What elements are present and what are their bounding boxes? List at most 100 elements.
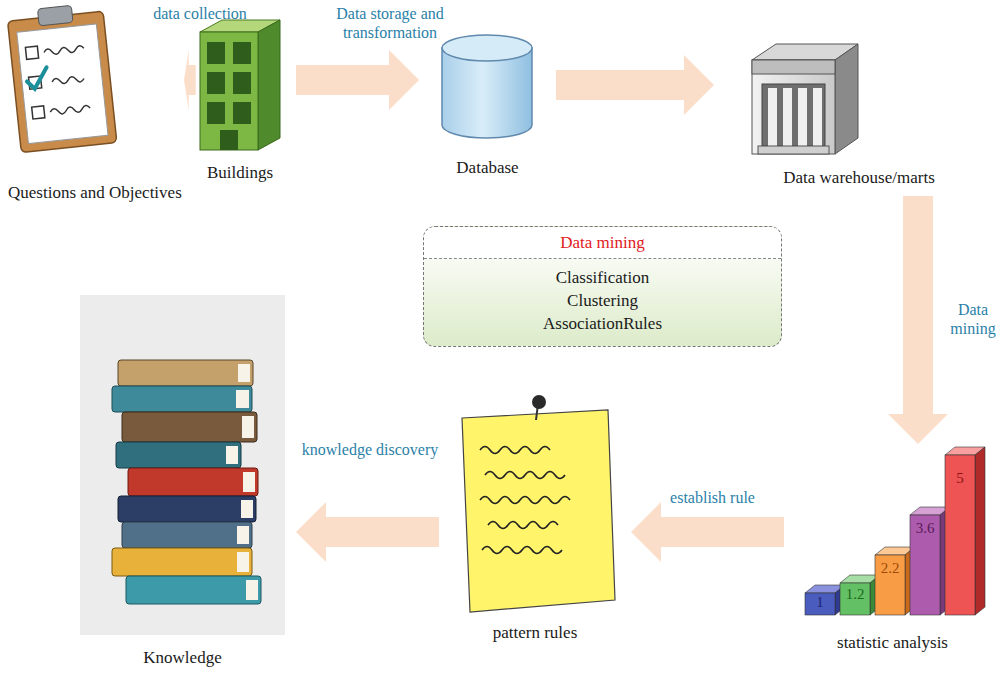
edge-label: knowledge discovery [300,440,440,459]
warehouse-icon-part [762,84,825,146]
pinned-note-part-part [480,497,570,504]
books-illustration-part [116,442,241,468]
building-icon-part [233,102,251,124]
warehouse-icon [752,44,858,154]
books-illustration [80,295,285,635]
node-caption: Database [456,158,518,180]
node-caption: statistic analysis [837,633,948,655]
panel-heading: Data mining [424,227,781,259]
building-icon-part [207,102,225,124]
edge-label: Data storage and transformation [305,4,475,42]
books-illustration-part [118,360,253,386]
clipboard-icon-part [52,76,84,85]
method-item: Classification [432,267,773,290]
clipboard-icon-part [25,46,38,59]
warehouse-icon-part [813,88,822,146]
books-illustration-part-part [238,364,250,382]
bar-chart-part [975,447,985,615]
bar-chart-part [840,583,870,615]
clipboard-node: Questions and Objectives [0,0,190,205]
panel-body: ClassificationClusteringAssociationRules [424,259,781,346]
pinned-note-part [462,410,615,612]
note-node: pattern rules [445,395,625,645]
flow-arrow [631,502,784,562]
building-icon-part [200,32,258,150]
books-illustration-part [118,496,256,522]
books-illustration-part [122,412,257,442]
flow-arrow [888,196,948,444]
flow-arrow [296,502,439,562]
building-icon-part [233,42,251,64]
books-illustration-part [112,386,252,412]
edge-label: data collection [150,4,250,23]
clipboard-icon [7,2,117,152]
flow-arrow [296,50,419,110]
warehouse-icon-part [835,44,858,154]
building-icon-part [258,20,280,150]
books-illustration-part [226,364,258,600]
pinned-note-part-part [482,547,562,554]
method-item: Clustering [432,290,773,313]
building-icon [200,20,280,150]
node-caption: Data warehouse/marts [783,168,935,190]
flow-arrow [184,50,196,110]
flow-arrow [556,55,714,115]
books-illustration-part [80,295,285,635]
books-illustration-part [112,548,252,576]
bar-chart-part [945,455,975,615]
clipboard-icon-part [8,11,117,152]
bar-chart-part [875,555,905,615]
warehouse-icon-part [768,88,777,146]
chart-node: statistic analysis [790,450,995,655]
books-illustration-part-part [236,390,249,408]
pinned-note-part-part [488,522,558,529]
clipboard-icon-part [32,106,45,119]
edge-label: establish rule [640,488,785,507]
bar-value: 1 [805,594,835,611]
books-illustration-part-part [242,416,254,438]
books-illustration-part-part [226,446,238,464]
node-caption: Questions and Objectives [8,183,182,205]
method-panel: Data miningClassificationClusteringAssoc… [423,226,782,347]
bar-value: 1.2 [840,586,870,603]
pinned-note-part-part [485,472,565,479]
warehouse-icon-part [798,88,807,146]
books-illustration-part-part [246,580,258,600]
building-icon-part [207,42,225,64]
pinned-note-part [480,447,570,554]
building-icon-part [207,72,225,94]
warehouse-icon-part [752,60,835,74]
database-icon-part [442,35,532,61]
pinned-note [462,395,615,612]
warehouse-icon-part [783,88,792,146]
warehouse-icon-part [758,146,829,154]
pinned-note-part [532,395,546,409]
node-caption: Knowledge [143,648,221,670]
books-illustration-part-part [237,526,249,544]
books-illustration-part-part [241,500,253,518]
database-node: Database [425,30,550,180]
bar-chart-part [910,515,940,615]
bar-value: 5 [945,470,975,487]
clipboard-icon-part [50,105,90,115]
bar-chart-part [805,593,835,615]
node-caption: pattern rules [493,623,578,645]
building-icon-part [220,130,238,150]
warehouse-icon-part [752,60,835,154]
edge-label: Data mining [945,300,1001,338]
books-illustration-part-part [243,472,255,492]
pinned-note-part-part [480,447,550,454]
clipboard-icon-part [26,67,49,89]
method-item: AssociationRules [432,313,773,336]
books-illustration-part-part [237,552,249,572]
books-illustration-part [122,522,252,548]
clipboard-icon-part [17,24,108,144]
clipboard-icon-part [44,45,84,55]
building-icon-part [233,72,251,94]
books-illustration-part [128,468,258,496]
node-caption: Buildings [207,163,273,185]
bar-value: 3.6 [910,520,940,537]
bar-chart [805,447,985,615]
database-icon [442,35,532,138]
building-node: Buildings [190,10,290,185]
